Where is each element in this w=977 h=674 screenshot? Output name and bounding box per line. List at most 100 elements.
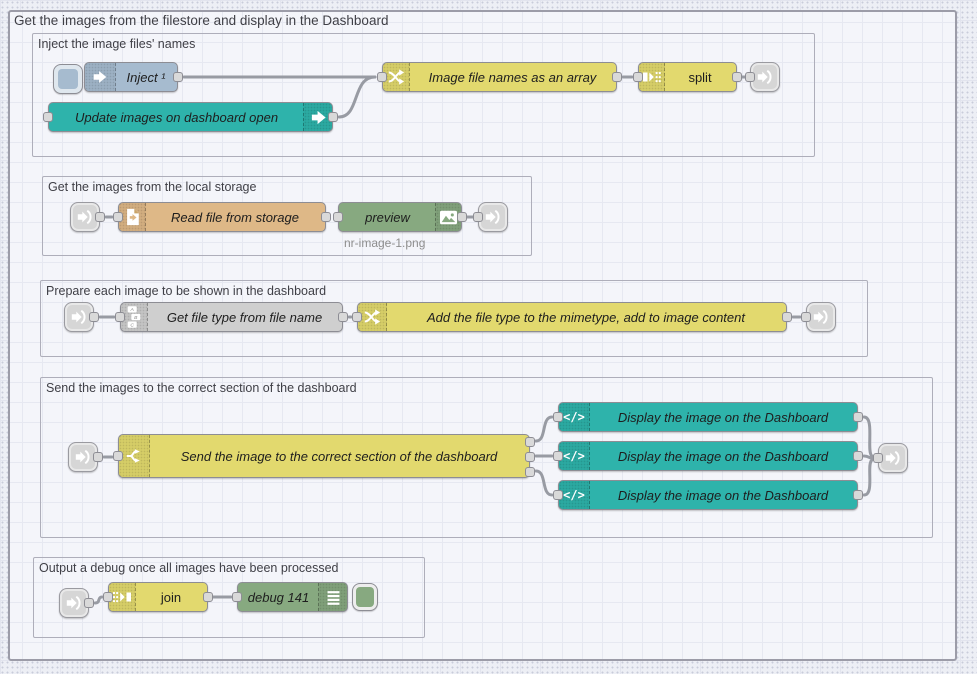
ui-control-icon-area (303, 103, 332, 131)
group-send-label: Send the images to the correct section o… (46, 381, 357, 395)
node-link-out-1[interactable] (745, 62, 780, 92)
port-in[interactable] (553, 451, 563, 461)
port-in[interactable] (745, 72, 755, 82)
node-link-out-2[interactable] (473, 202, 508, 232)
inject-trigger-button[interactable] (53, 64, 83, 94)
link-out-icon (812, 308, 830, 326)
wire[interactable] (862, 415, 874, 458)
port-out[interactable] (612, 72, 622, 82)
inject-icon-area (85, 63, 116, 91)
node-read-file[interactable]: Read file from storage (113, 202, 331, 232)
node-switch[interactable]: Send the image to the correct section of… (113, 434, 535, 478)
wire[interactable] (534, 469, 554, 497)
node-split[interactable]: split (633, 62, 742, 92)
port-in[interactable] (333, 212, 343, 222)
debug-list-icon (325, 589, 342, 606)
node-label: Read file from storage (171, 209, 299, 225)
wire[interactable] (337, 75, 377, 119)
port-out-2[interactable] (525, 452, 535, 462)
port-in[interactable] (352, 312, 362, 322)
wire[interactable] (862, 458, 874, 497)
port-in[interactable] (873, 453, 883, 463)
code-template-icon: </> (563, 449, 585, 463)
port-out[interactable] (853, 490, 863, 500)
port-in[interactable] (113, 451, 123, 461)
group-inject[interactable] (32, 33, 815, 157)
node-get-file-type[interactable]: A B C Get file type from file name (115, 302, 348, 332)
node-function-filenames[interactable]: Image file names as an array (377, 62, 622, 92)
wire[interactable] (93, 595, 104, 605)
join-icon-area (109, 583, 136, 611)
port-in[interactable] (801, 312, 811, 322)
port-out[interactable] (853, 412, 863, 422)
debug-toggle-button[interactable] (352, 583, 378, 611)
port-out[interactable] (853, 451, 863, 461)
port-out[interactable] (203, 592, 213, 602)
port-in[interactable] (232, 592, 242, 602)
port-out[interactable] (95, 212, 105, 222)
node-status: nr-image-1.png (344, 236, 426, 250)
port-in[interactable] (553, 490, 563, 500)
port-in[interactable] (473, 212, 483, 222)
node-label: preview (365, 209, 410, 225)
group-debug[interactable] (33, 557, 425, 638)
link-in-icon (70, 308, 88, 326)
node-link-out-3[interactable] (801, 302, 836, 332)
node-template-display-2[interactable]: </> Display the image on the Dashboard (553, 441, 863, 471)
node-ui-control[interactable]: Update images on dashboard open (43, 102, 338, 132)
port-out[interactable] (321, 212, 331, 222)
group-send[interactable] (40, 377, 933, 538)
node-join[interactable]: join (103, 582, 213, 612)
node-link-in-4[interactable] (68, 442, 103, 472)
node-debug[interactable]: debug 141 (232, 582, 348, 612)
port-in[interactable] (553, 412, 563, 422)
code-template-icon: </> (563, 488, 585, 502)
port-out[interactable] (93, 452, 103, 462)
group-inject-label: Inject the image files' names (38, 37, 196, 51)
code-template-icon: </> (563, 410, 585, 424)
port-in[interactable] (377, 72, 387, 82)
group-debug-label: Output a debug once all images have been… (39, 561, 339, 575)
port-in[interactable] (113, 212, 123, 222)
port-out[interactable] (732, 72, 742, 82)
port-out-1[interactable] (525, 437, 535, 447)
node-inject[interactable]: Inject ¹ (84, 62, 183, 92)
node-link-in-2[interactable] (70, 202, 105, 232)
image-icon (439, 209, 458, 226)
group-prepare-label: Prepare each image to be shown in the da… (46, 284, 327, 298)
port-out[interactable] (84, 598, 94, 608)
link-in-icon (65, 594, 83, 612)
port-in[interactable] (633, 72, 643, 82)
node-link-out-4[interactable] (873, 443, 908, 473)
switch-icon-area (119, 435, 150, 477)
port-out[interactable] (328, 112, 338, 122)
port-in[interactable] (103, 592, 113, 602)
port-out[interactable] (338, 312, 348, 322)
file-icon-area (119, 203, 146, 231)
group-outer-label: Get the images from the filestore and di… (14, 13, 389, 28)
wire[interactable] (534, 415, 554, 443)
group-storage[interactable] (42, 176, 532, 256)
template-icon-area: </> (559, 442, 590, 470)
port-out[interactable] (173, 72, 183, 82)
node-function-mimetype[interactable]: Add the file type to the mimetype, add t… (352, 302, 792, 332)
port-in[interactable] (43, 112, 53, 122)
port-out-3[interactable] (525, 467, 535, 477)
node-image-preview[interactable]: preview (333, 202, 467, 232)
node-template-display-3[interactable]: </> Display the image on the Dashboard (553, 480, 863, 510)
node-template-display-1[interactable]: </> Display the image on the Dashboard (553, 402, 863, 432)
node-label: split (688, 69, 712, 85)
node-label: Send the image to the correct section of… (180, 448, 498, 464)
port-in[interactable] (115, 312, 125, 322)
port-out[interactable] (89, 312, 99, 322)
group-prepare[interactable] (40, 280, 868, 357)
inject-arrow-icon (91, 68, 109, 86)
svg-text:C: C (130, 323, 134, 329)
node-link-in-5[interactable] (59, 588, 94, 618)
wire[interactable] (862, 454, 874, 460)
port-out[interactable] (782, 312, 792, 322)
node-link-in-3[interactable] (64, 302, 99, 332)
port-out[interactable] (457, 212, 467, 222)
